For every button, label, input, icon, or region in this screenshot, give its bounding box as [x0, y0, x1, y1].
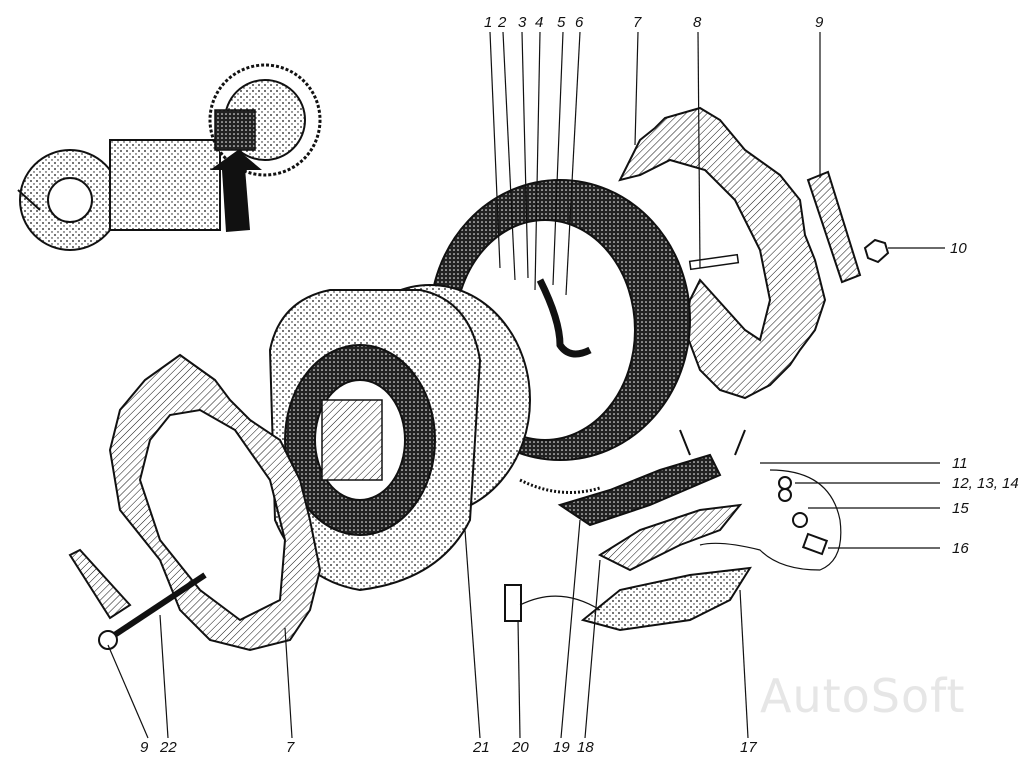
- gasket-top-illustration: [618, 106, 827, 400]
- callout-5: 5: [557, 14, 566, 31]
- callout-9-bottom: 9: [140, 739, 149, 756]
- callout-22: 22: [159, 739, 177, 756]
- callout-4: 4: [535, 14, 543, 31]
- callout-9-top: 9: [815, 14, 824, 31]
- callout-10: 10: [950, 240, 967, 257]
- callout-11: 11: [952, 455, 968, 472]
- callout-12-13-14: 12, 13, 14: [952, 475, 1019, 492]
- callout-16: 16: [952, 540, 969, 557]
- callout-18: 18: [577, 739, 594, 756]
- bolt-and-lock-plate-illustration: [68, 548, 207, 650]
- callout-15: 15: [952, 500, 969, 517]
- callout-17: 17: [740, 739, 757, 756]
- brake-shoe-assembly-illustration: [504, 429, 829, 632]
- leader-lines: [107, 31, 945, 739]
- callout-6: 6: [575, 14, 584, 31]
- gasket-bottom-illustration: [108, 353, 322, 652]
- watermark-text: AutoSoft: [760, 669, 966, 723]
- callout-21: 21: [472, 739, 490, 756]
- clutch-housing-illustration: [268, 284, 531, 592]
- callout-7-top: 7: [633, 14, 642, 31]
- assembly-inset-illustration: [17, 63, 322, 251]
- lock-plate-and-nut-illustration: [806, 170, 890, 284]
- callout-labels: 1 2 3 4 5 6 7 8 9 10 11 12, 13, 14 15 16…: [140, 14, 1019, 756]
- callout-1: 1: [484, 14, 492, 31]
- callout-20: 20: [511, 739, 529, 756]
- callout-19: 19: [553, 739, 570, 756]
- callout-7-bottom: 7: [286, 739, 295, 756]
- callout-3: 3: [518, 14, 527, 31]
- callout-8: 8: [693, 14, 702, 31]
- callout-2: 2: [497, 14, 507, 31]
